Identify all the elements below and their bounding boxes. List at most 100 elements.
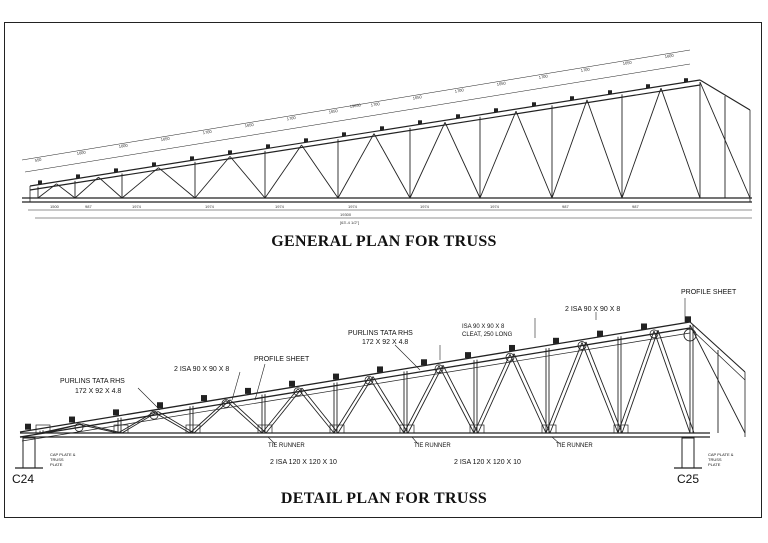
purlin-block <box>304 138 308 143</box>
gusset-plate <box>469 424 485 434</box>
truss-diagonal <box>158 167 196 199</box>
purlin-block <box>570 96 574 101</box>
label-cleat-2: CLEAT, 250 LONG <box>462 332 513 338</box>
truss-diagonal <box>333 376 370 434</box>
purlin-block <box>685 316 691 323</box>
truss-diagonal <box>337 376 374 434</box>
label-cleat-1: ISA 90 X 90 X 8 <box>462 324 505 330</box>
bottom-chord-dim: 1974 <box>132 204 142 209</box>
truss-diagonal <box>372 376 409 434</box>
gusset-plate <box>293 387 303 397</box>
purlin-block <box>684 78 688 83</box>
gusset-plate <box>221 399 231 408</box>
gusset-plate <box>505 352 515 362</box>
top-total-dim: 19650 <box>349 102 362 109</box>
truss-diagonal <box>509 354 547 434</box>
truss-diagonal <box>549 341 587 434</box>
purlin-block <box>418 120 422 125</box>
truss-diagonal <box>264 144 302 199</box>
truss-diagonal <box>660 88 701 199</box>
purlin-block <box>157 402 163 409</box>
purlin-block <box>69 416 75 423</box>
truss-diagonal <box>193 399 231 434</box>
bottom-total-dim: 19300 <box>340 212 352 217</box>
top-chord-dim: 1600 <box>118 143 128 149</box>
truss-diagonal <box>98 176 123 199</box>
drawing-frame <box>4 22 762 518</box>
bottom-chord-dim: 987 <box>632 204 639 209</box>
purlin-block <box>494 108 498 113</box>
bottom-chord-dim: 987 <box>85 204 92 209</box>
truss-diagonal <box>403 365 440 434</box>
truss-diagonal <box>513 353 551 434</box>
label-profile-sheet-right: PROFILE SHEET <box>681 289 737 296</box>
truss-diagonal <box>229 399 267 434</box>
general-plan-title: GENERAL PLAN FOR TRUSS <box>271 233 497 250</box>
bottom-chord-dim: 1974 <box>420 204 430 209</box>
purlin-block <box>608 90 612 95</box>
truss-diagonal <box>43 423 84 434</box>
truss-diagonal <box>301 144 339 199</box>
bottom-chord-dim: 1974 <box>348 204 358 209</box>
purlin-block <box>532 102 536 107</box>
label-bottom-chord-right: 2 ISA 120 X 120 X 10 <box>454 459 521 466</box>
gusset-plate <box>74 423 84 432</box>
top-chord-dim: 1650 <box>622 60 632 66</box>
top-chord-dim: 1700 <box>202 129 212 135</box>
label-tie-runner-2: TIE RUNNER <box>414 443 451 449</box>
truss-diagonal <box>621 88 662 199</box>
purlin-block <box>38 180 42 185</box>
truss-diagonal <box>157 411 195 434</box>
label-purlins-left-2: 172 X 92 X 4.8 <box>75 388 122 395</box>
truss-diagonal <box>37 183 57 199</box>
label-purlins-mid-1: PURLINS TATA RHS <box>348 330 413 337</box>
purlin-block <box>25 423 31 430</box>
top-chord-dim: 1700 <box>580 66 590 72</box>
truss-diagonal <box>689 324 746 434</box>
truss-diagonal <box>407 364 444 434</box>
truss-diagonal <box>621 330 659 434</box>
label-purlins-mid-2: 172 X 92 X 4.8 <box>362 339 409 346</box>
truss-diagonal <box>409 122 446 199</box>
purlin-block <box>465 352 471 359</box>
truss-diagonal <box>261 388 299 434</box>
truss-diagonal <box>373 133 411 199</box>
purlin-block <box>509 344 515 351</box>
truss-diagonal <box>653 330 691 434</box>
purlin-block <box>377 366 383 373</box>
top-chord-dim: 1650 <box>160 136 170 142</box>
purlin-block <box>190 156 194 161</box>
top-chord-dim: 1700 <box>454 87 464 93</box>
truss-diagonal <box>189 400 227 434</box>
gusset-plate <box>364 375 374 385</box>
label-cap-plate-right: CAP PLATE & TRUSS PLATE <box>708 452 734 467</box>
label-top-chord-mid: 2 ISA 90 X 90 X 8 <box>174 366 230 373</box>
purlin-block <box>289 380 295 387</box>
purlin-block <box>266 144 270 149</box>
truss-diagonal <box>78 423 119 434</box>
purlin-block <box>113 409 119 416</box>
truss-diagonal <box>438 365 475 434</box>
truss-diagonal <box>56 183 76 199</box>
truss-diagonal <box>153 411 191 434</box>
label-tie-runner-1: TIE RUNNER <box>268 443 305 449</box>
purlin-block <box>641 323 647 330</box>
gusset-plate <box>613 424 629 434</box>
top-chord-dim: 1700 <box>286 115 296 121</box>
gusset-plate <box>113 424 129 434</box>
label-tie-runner-3: TIE RUNNER <box>556 443 593 449</box>
label-top-chord-right: 2 ISA 90 X 90 X 8 <box>565 306 621 313</box>
bottom-chord-dim: 1974 <box>490 204 500 209</box>
truss-diagonal <box>479 110 517 199</box>
truss-diagonal <box>477 353 515 434</box>
purlin-block <box>152 162 156 167</box>
purlin-block <box>114 168 118 173</box>
top-chord-dim: 550 <box>34 157 42 163</box>
gusset-plate <box>541 424 557 434</box>
truss-diagonal <box>515 110 553 199</box>
truss-diagonal <box>229 156 266 199</box>
gusset-plate <box>649 329 659 339</box>
top-chord-dim: 1600 <box>664 53 674 59</box>
column-tag-left: C24 <box>12 472 35 486</box>
top-chord-dim: 1600 <box>76 149 86 155</box>
